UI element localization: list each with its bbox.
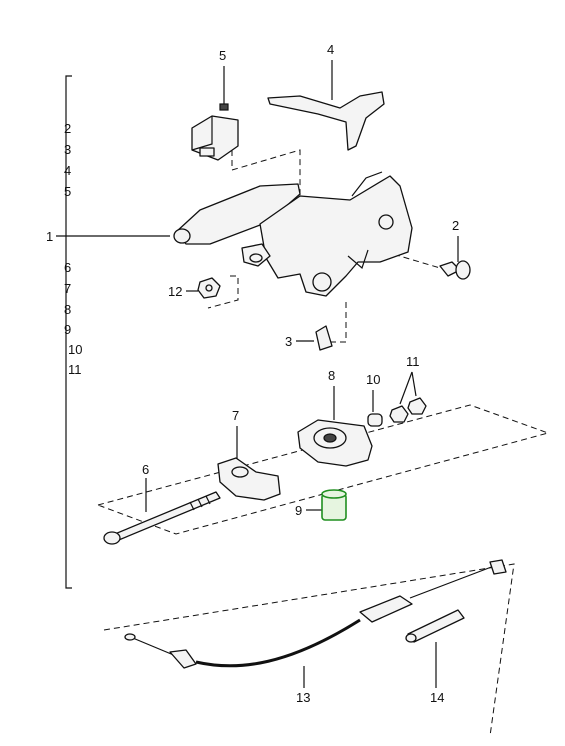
bracket-label-11: 11 [68, 362, 82, 377]
bracket-label-9: 9 [64, 322, 71, 337]
callout-14: 14 [430, 690, 444, 705]
bracket-label-10: 10 [68, 342, 82, 357]
part-9-bushing: 9 [295, 489, 347, 521]
part-12-nut: 12 [168, 277, 221, 299]
callout-7: 7 [232, 408, 239, 423]
part-4-lever-cover: 4 [267, 42, 385, 151]
part-7-guide-shell: 7 [217, 408, 281, 501]
callout-9: 9 [295, 503, 302, 518]
part-14-sleeve-tube: 14 [405, 609, 465, 705]
part-13-brake-cable: 13 [124, 559, 507, 705]
part-8-guide-housing: 8 [297, 368, 373, 467]
callout-12: 12 [168, 284, 182, 299]
assembly-bracket: 1 2 3 4 5 6 7 8 9 10 11 [46, 75, 170, 589]
part-3-spring-clip: 3 [285, 325, 333, 351]
part-5-clip: 5 [191, 48, 239, 161]
callout-1: 1 [46, 229, 53, 244]
bracket-label-4: 4 [64, 163, 71, 178]
callout-4: 4 [327, 42, 334, 57]
part-11-nuts: 11 [389, 354, 427, 423]
callout-5: 5 [219, 48, 226, 63]
callout-13: 13 [296, 690, 310, 705]
callout-6: 6 [142, 462, 149, 477]
bracket-label-8: 8 [64, 302, 71, 317]
part-2-bolt: 2 [439, 218, 471, 280]
callout-10: 10 [366, 372, 380, 387]
callout-11: 11 [406, 354, 420, 369]
callout-3: 3 [285, 334, 292, 349]
bracket-label-5: 5 [64, 184, 71, 199]
part-10-sleeve: 10 [366, 372, 383, 427]
part-6-threaded-rod: 6 [103, 462, 221, 545]
bracket-label-6: 6 [64, 260, 71, 275]
bracket-label-7: 7 [64, 281, 71, 296]
callout-2: 2 [452, 218, 459, 233]
bracket-label-3: 3 [64, 142, 71, 157]
bracket-sub-labels: 2 3 4 5 6 7 8 9 10 11 [64, 121, 82, 377]
handbrake-lever [173, 171, 413, 297]
bracket-label-2: 2 [64, 121, 71, 136]
callout-8: 8 [328, 368, 335, 383]
